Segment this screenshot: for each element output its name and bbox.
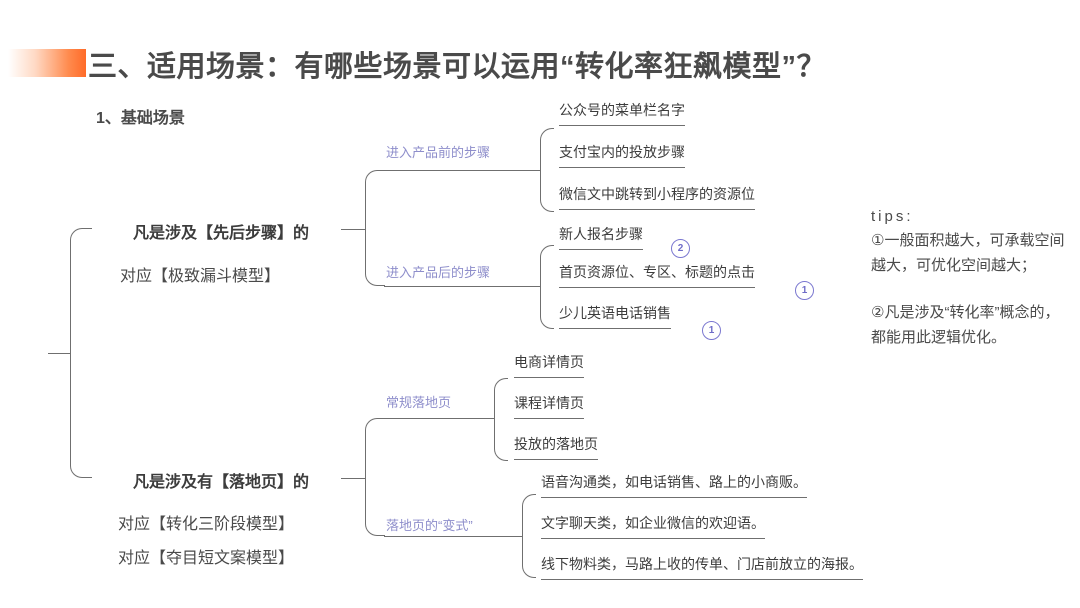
- branch-2-1-bracket: [494, 378, 508, 461]
- leaf-item: 线下物料类，马路上收的传单、门店前放立的海报。: [541, 554, 863, 580]
- leaf-item: 公众号的菜单栏名字: [559, 100, 685, 126]
- branch-label-2-1: 常规落地页: [386, 395, 452, 410]
- tips-heading: tips:: [871, 208, 914, 225]
- node-2-subtitle: 对应【转化三阶段模型】: [118, 516, 295, 533]
- leaf-item: 新人报名步骤: [559, 224, 643, 250]
- node-1-title: 凡是涉及【先后步骤】的: [133, 225, 310, 242]
- root-bracket: [70, 228, 92, 478]
- leaf-item: 语音沟通类，如电话销售、路上的小商贩。: [541, 472, 807, 498]
- tips-item-1: ①一般面积越大，可承载空间越大，可优化空间越大；: [871, 232, 1065, 274]
- page-title: 三、适用场景：有哪些场景可以运用“转化率狂飙模型”？: [88, 51, 827, 83]
- tips-item-2: ②凡是涉及“转化率”概念的，都能用此逻辑优化。: [871, 304, 1060, 346]
- node-2-out-stem: [341, 478, 366, 479]
- node-1-out-stem: [341, 229, 366, 230]
- leaf-item: 支付宝内的投放步骤: [559, 142, 685, 168]
- tips-panel: tips: ①一般面积越大，可承载空间越大，可优化空间越大； ②凡是涉及“转化率…: [871, 208, 1071, 372]
- node-1-bracket: [365, 170, 385, 286]
- branch-1-2-stem: [384, 286, 541, 287]
- node-2-title: 凡是涉及有【落地页】的: [133, 474, 310, 491]
- leaf-item: 电商详情页: [514, 352, 584, 378]
- leaf-item: 课程详情页: [514, 393, 584, 419]
- node-2-bracket: [365, 418, 385, 536]
- branch-1-1-stem: [384, 170, 541, 171]
- leaf-item: 文字聊天类，如企业微信的欢迎语。: [541, 513, 765, 539]
- leaf-item: 投放的落地页: [514, 434, 598, 460]
- leaf-item: 微信文中跳转到小程序的资源位: [559, 184, 755, 210]
- branch-label-1-1: 进入产品前的步骤: [386, 145, 491, 160]
- branch-2-1-stem: [384, 418, 495, 419]
- leaf-item: 少儿英语电话销售: [559, 303, 671, 329]
- leaf-badge: 2: [671, 239, 690, 258]
- leaf-badge: 1: [702, 321, 721, 340]
- branch-1-2-bracket: [540, 245, 554, 329]
- node-2-subtitle-2: 对应【夺目短文案模型】: [118, 550, 295, 567]
- leaf-badge: 1: [795, 281, 814, 300]
- section-heading: 1、基础场景: [96, 110, 185, 127]
- branch-label-1-2: 进入产品后的步骤: [386, 265, 491, 280]
- root-stem: [48, 353, 71, 354]
- branch-2-2-bracket: [522, 494, 536, 578]
- leaf-item: 首页资源位、专区、标题的点击: [559, 262, 755, 288]
- branch-1-1-bracket: [540, 128, 554, 212]
- title-accent-bar: [8, 49, 86, 77]
- branch-2-2-stem: [384, 536, 523, 537]
- node-1-subtitle: 对应【极致漏斗模型】: [120, 268, 281, 285]
- branch-label-2-2: 落地页的“变式”: [386, 518, 473, 533]
